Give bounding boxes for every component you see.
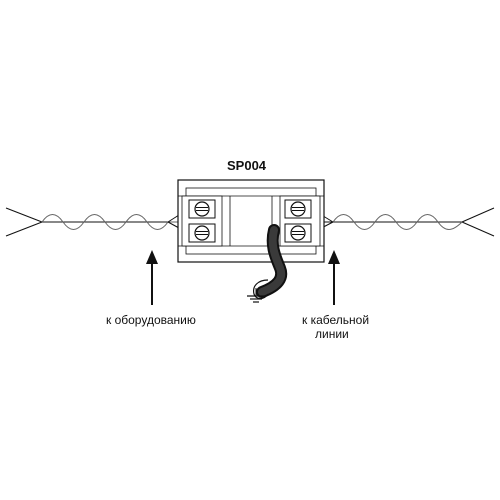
right-lower-screw-icon bbox=[284, 223, 312, 243]
device-model-label: SP004 bbox=[227, 158, 267, 173]
right-wire-end-upper bbox=[461, 207, 495, 223]
ground-cable-highlight bbox=[258, 226, 286, 296]
to-cable-line-label-line1: к кабельной bbox=[302, 313, 370, 327]
to-cable-line-label-line2: линии bbox=[315, 327, 349, 341]
right-upper-screw-icon bbox=[284, 199, 312, 219]
right-arrow-icon bbox=[328, 250, 340, 305]
ground-lug bbox=[253, 279, 269, 300]
left-wire-end-upper bbox=[5, 207, 43, 223]
to-equipment-label: к оборудованию bbox=[106, 313, 196, 327]
left-wire-end-lower bbox=[5, 221, 43, 237]
left-lower-screw-icon bbox=[188, 223, 216, 243]
ground-symbol-icon bbox=[247, 288, 265, 303]
left-wire-pair bbox=[5, 207, 193, 237]
left-upper-screw-icon bbox=[188, 199, 216, 219]
sp004-device bbox=[177, 179, 325, 263]
left-wire-wave bbox=[41, 214, 193, 230]
right-wire-pair bbox=[309, 207, 495, 237]
right-wire-end-lower bbox=[461, 221, 495, 237]
left-arrow-icon bbox=[146, 250, 158, 305]
right-wire-wave bbox=[332, 214, 463, 230]
